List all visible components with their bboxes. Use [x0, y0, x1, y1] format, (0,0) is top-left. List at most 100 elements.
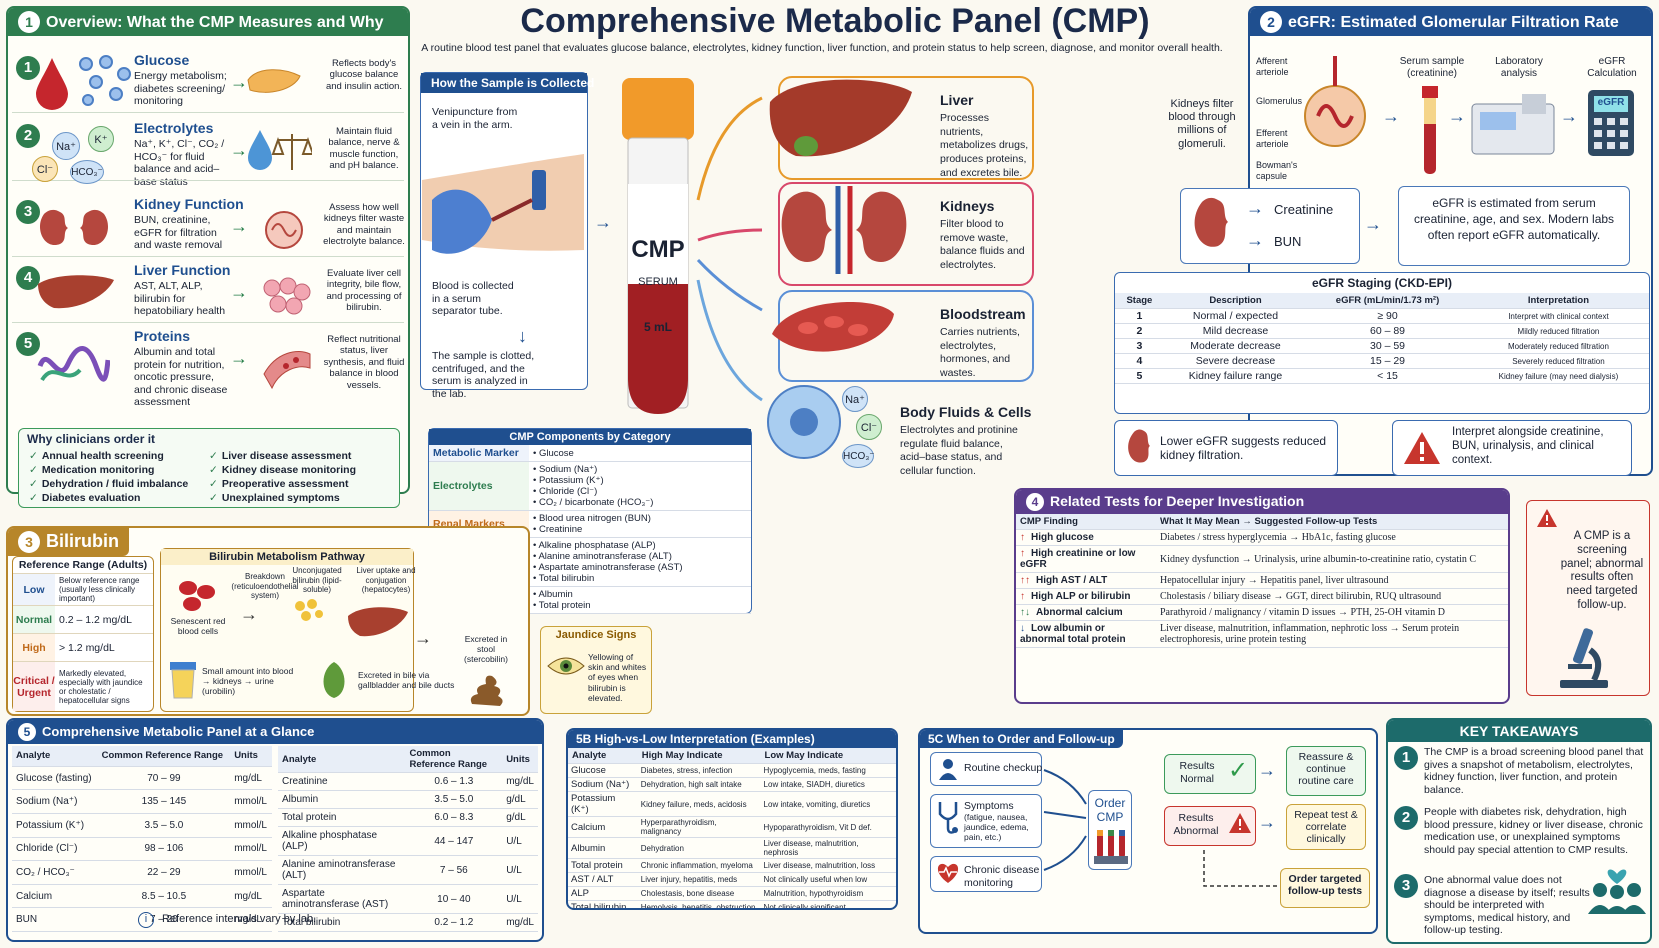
pathway-breakdown: Breakdown (reticuloendothelial system) [231, 572, 299, 601]
related-finding: ↑High glucose [1016, 529, 1156, 546]
hilo-cell: Liver disease, malnutrition, nephrosis [760, 837, 896, 859]
takeaway-text: People with diabetes risk, dehydration, … [1424, 806, 1643, 856]
pathway-liver: Liver uptake and conjugation (hepatocyte… [356, 566, 416, 595]
glance-cell: Albumin [278, 790, 406, 809]
direction-arrow-icon: ↑ [1020, 548, 1025, 559]
overview-item-arrow: → [230, 348, 248, 368]
serum-tube-icon [1422, 86, 1438, 174]
ion-circle-k: K⁺ [88, 126, 114, 152]
glance-cell: mg/dL [230, 907, 272, 932]
breakdown-arrow: → [240, 604, 258, 624]
hilo-panel: 5B High-vs-Low Interpretation (Examples)… [566, 728, 898, 910]
kidneys-organ-icon [781, 186, 907, 274]
components-items: • Alkaline phosphatase (ALP)• Alanine am… [529, 537, 751, 587]
person-icon [939, 759, 957, 780]
egfr-label-serum: Serum sample (creatinine) [1399, 56, 1465, 79]
glance-cell: mg/dL [230, 884, 272, 909]
related-finding: ↑↑High AST / ALT [1016, 572, 1156, 589]
liver-cells-icon [263, 277, 311, 315]
hilo-cell: Total bilirubin [568, 900, 638, 908]
overview-divider [12, 112, 404, 113]
hilo-cell: Hyperparathyroidism, malignancy [637, 816, 761, 838]
staging-cell: Moderate decrease [1163, 338, 1308, 354]
hilo-cell: Kidney failure, meds, acidosis [637, 791, 761, 817]
takeaway-number: 1 [1394, 746, 1418, 770]
takeaway-number: 3 [1394, 874, 1418, 898]
hilo-header: 5B High-vs-Low Interpretation (Examples) [568, 730, 896, 748]
hilo-cell: Calcium [568, 816, 638, 838]
order-header: 5C When to Order and Follow-up [920, 730, 1123, 748]
red-blood-cells-icon [179, 581, 215, 611]
creatinine-arrow: → [1246, 198, 1264, 218]
hilo-cell: ALP [568, 886, 638, 901]
check-icon: ✓ [209, 450, 218, 462]
bili-range-level: Low [13, 574, 55, 605]
glance-cell: Alkaline phosphatase (ALP) [278, 826, 406, 856]
glance-cell: 7 – 56 [405, 855, 503, 885]
organ-title: Bloodstream [940, 306, 1026, 322]
hilo-header-cell: Low May Indicate [760, 748, 896, 764]
lower-egfr-text: Lower eGFR suggests reduced kidney filtr… [1160, 434, 1327, 463]
warning-icon [1404, 432, 1440, 464]
direction-arrow-icon: ↑↓ [1020, 607, 1030, 618]
glance-cell: Sodium (Na⁺) [12, 789, 98, 814]
organ-title: Liver [940, 92, 974, 108]
ion-circle-hco3: HCO₃⁻ [70, 160, 104, 184]
why-title: Why clinicians order it [27, 432, 156, 446]
hilo-cell: Hypoparathyroidism, Vit D def. [760, 816, 896, 838]
glance-cell: 98 – 106 [97, 837, 231, 862]
ref-title: Reference Range (Adults) [18, 559, 148, 571]
organ-box [778, 182, 1034, 286]
overview-item-arrow: → [230, 72, 248, 92]
glance-cell: 3.5 – 5.0 [97, 813, 231, 838]
takeaway-text: One abnormal value does not diagnose a d… [1424, 874, 1590, 937]
components-category: Electrolytes [429, 461, 529, 511]
cell-ion-cl: Cl⁻ [856, 414, 882, 440]
related-meaning: Hepatocellular injury → Hepatitis panel,… [1156, 572, 1508, 589]
check-icon: ✓ [209, 492, 218, 504]
glance-cell: mmol/L [230, 789, 272, 814]
bili-range-row: High> 1.2 mg/dL [13, 633, 153, 661]
glance-cell: g/dL [502, 790, 538, 809]
interpret-note [1392, 420, 1632, 476]
symptoms-sub: (fatigue, nausea, jaundice, edema, pain,… [964, 812, 1029, 843]
staging-cell: Interpret with clinical context [1467, 308, 1649, 324]
sample-down-arrow: ↓ [518, 326, 527, 346]
related-finding: ↑High ALP or bilirubin [1016, 588, 1156, 605]
organ-desc: Carries nutrients, electrolytes, hormone… [940, 326, 1020, 379]
related-meaning: Diabetes / stress hyperglycemia → HbA1c,… [1156, 529, 1508, 546]
hilo-header-cell: High May Indicate [637, 748, 761, 764]
chronic-label: Chronic disease monitoring [964, 864, 1040, 889]
hilo-cell: Diabetes, stress, infection [637, 763, 761, 778]
hilo-cell: AST / ALT [568, 872, 638, 887]
cell-ion-na: Na⁺ [842, 386, 868, 412]
staging-cell: 4 [1115, 353, 1164, 369]
jaundice-desc: Yellowing of skin and whites of eyes whe… [588, 652, 647, 703]
egfr-label-afferent: Afferent arteriole [1256, 56, 1289, 77]
overview-item-arrow: → [230, 140, 248, 160]
page-subtitle: A routine blood test panel that evaluate… [421, 42, 1223, 54]
staging-cell: Mild decrease [1163, 323, 1308, 339]
tube-volume: 5 mL [643, 320, 672, 334]
liver-pathway-icon [348, 607, 408, 637]
glance-cell: BUN [12, 907, 98, 932]
estimate-arrow: → [1364, 214, 1382, 234]
why-item: ✓Preoperative assessment [209, 478, 349, 490]
bilirubin-molecule-icon [295, 599, 323, 621]
glance-cell: mg/dL [230, 766, 272, 791]
pathway-bile: Excreted in bile via gallbladder and bil… [358, 670, 455, 691]
organ-desc: Electrolytes and protinine regulate flui… [900, 424, 1018, 477]
